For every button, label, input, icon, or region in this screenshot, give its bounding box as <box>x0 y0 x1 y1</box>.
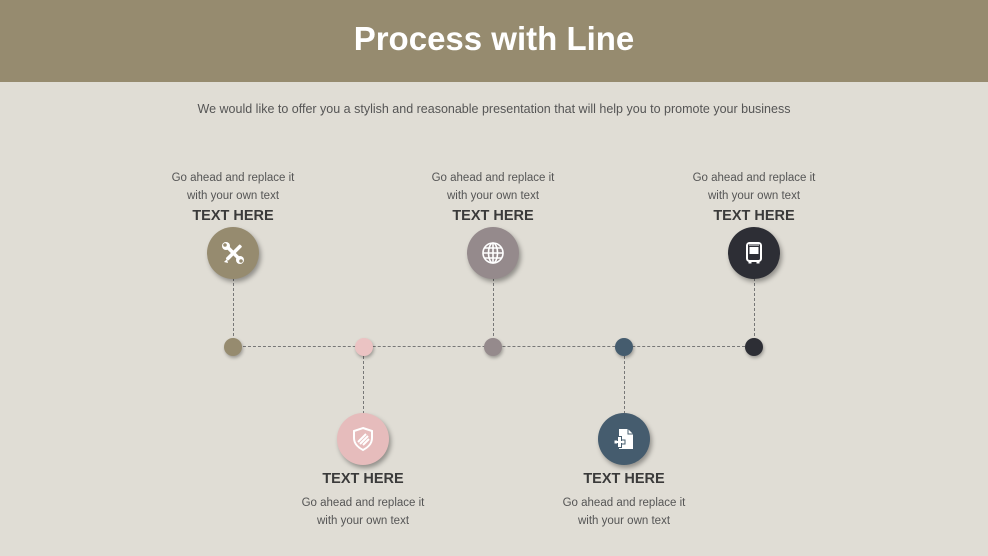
step-icon-circle <box>337 413 389 465</box>
desc-line-1: Go ahead and replace it <box>431 172 555 184</box>
step-icon-circle <box>467 227 519 279</box>
desc-line-1: Go ahead and replace it <box>562 497 686 509</box>
timeline-dot-5 <box>745 338 763 356</box>
step-heading: TEXT HERE <box>583 471 665 487</box>
connector-4 <box>624 346 625 414</box>
connector-5 <box>754 278 755 346</box>
globe-icon <box>482 242 504 264</box>
step-description: Go ahead and replace it with your own te… <box>413 169 573 205</box>
shield-icon <box>353 426 373 452</box>
step-description: Go ahead and replace it with your own te… <box>153 169 313 205</box>
step-heading: TEXT HERE <box>713 208 795 224</box>
add-document-icon <box>613 429 633 449</box>
connector-2 <box>363 346 364 414</box>
header-banner: Process with Line <box>0 0 988 82</box>
step-heading: TEXT HERE <box>192 208 274 224</box>
connector-1 <box>233 278 234 346</box>
step-icon-circle <box>207 227 259 279</box>
step-heading: TEXT HERE <box>452 208 534 224</box>
desc-line-1: Go ahead and replace it <box>171 172 295 184</box>
desc-line-2: with your own text <box>577 515 671 527</box>
step-icon-circle <box>598 413 650 465</box>
timeline-dot-1 <box>224 338 242 356</box>
subtitle: We would like to offer you a stylish and… <box>197 102 791 116</box>
connector-3 <box>493 278 494 346</box>
step-description: Go ahead and replace it with your own te… <box>283 494 443 530</box>
page-title: Process with Line <box>353 20 635 57</box>
tools-icon <box>222 242 244 264</box>
step-description: Go ahead and replace it with your own te… <box>544 494 704 530</box>
bus-icon <box>746 242 762 264</box>
desc-line-2: with your own text <box>707 190 801 202</box>
step-description: Go ahead and replace it with your own te… <box>674 169 834 205</box>
step-heading: TEXT HERE <box>322 471 404 487</box>
timeline-dot-4 <box>615 338 633 356</box>
desc-line-2: with your own text <box>446 190 540 202</box>
desc-line-1: Go ahead and replace it <box>692 172 816 184</box>
timeline-dot-2 <box>355 338 373 356</box>
timeline-dot-3 <box>484 338 502 356</box>
desc-line-2: with your own text <box>186 190 280 202</box>
desc-line-1: Go ahead and replace it <box>301 497 425 509</box>
desc-line-2: with your own text <box>316 515 410 527</box>
step-icon-circle <box>728 227 780 279</box>
